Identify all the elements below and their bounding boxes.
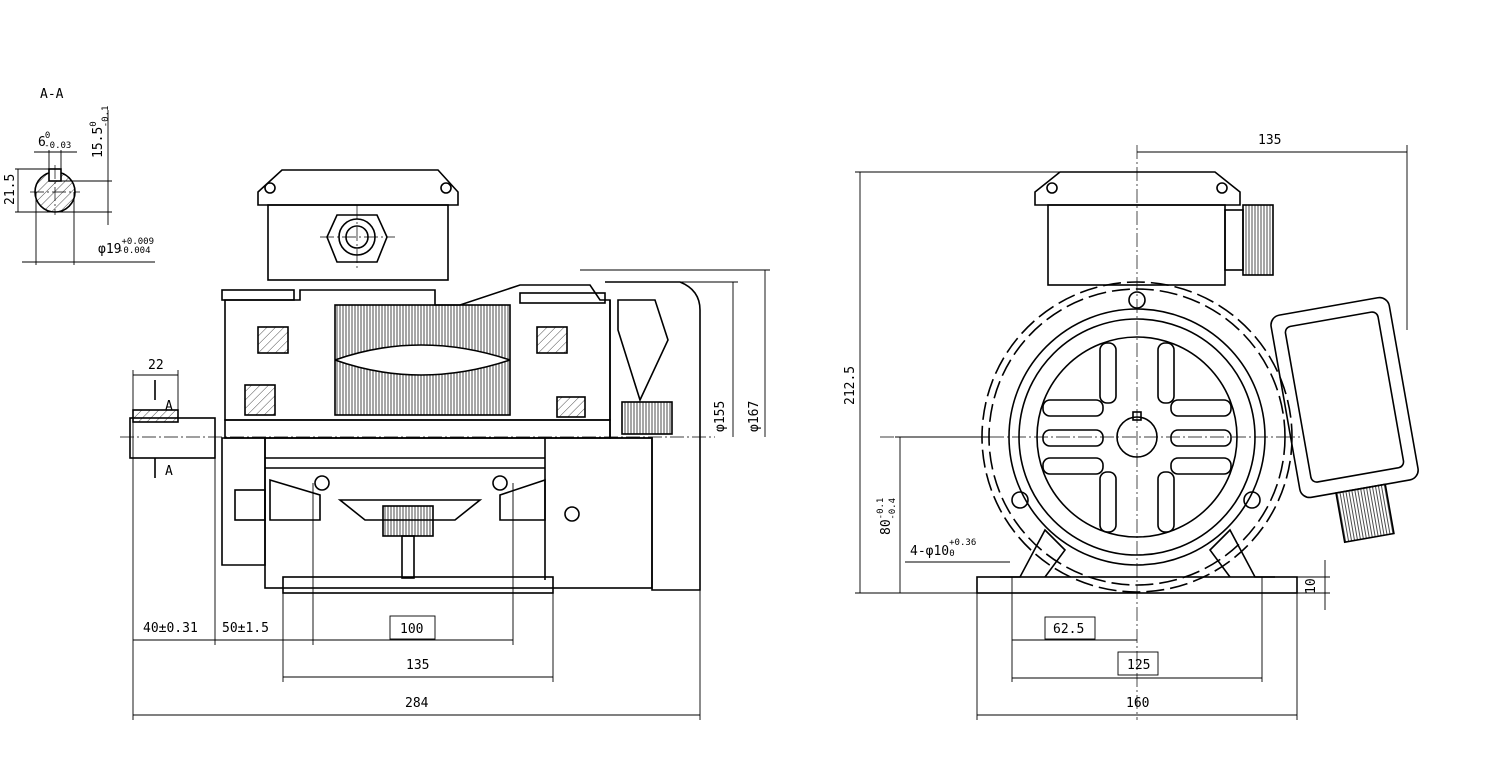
foot-thickness-dim: 10 (1304, 578, 1319, 594)
winding-right (536, 326, 568, 354)
fan-cover (605, 281, 701, 591)
bearing-rear (556, 396, 586, 418)
section-title: A-A (40, 87, 64, 102)
section-marker-a-bottom: A (165, 464, 173, 479)
foot-offset-dim: 50±1.5 (222, 621, 269, 636)
key-length-dim: 22 (148, 358, 164, 373)
fan-grille (1042, 342, 1232, 533)
side-view: A A 22 40±0.31 50±1.5 100 135 284 φ155 φ… (120, 169, 770, 720)
rotor-shaft (224, 419, 611, 439)
key-width-dim: 60-0.03 (38, 131, 71, 151)
hole-spacing-dim: 125 (1127, 658, 1150, 673)
shaft-height-dim: 21.5 (3, 174, 18, 205)
outer-diameter-dim: φ167 (747, 401, 762, 432)
overall-length-dim: 284 (405, 696, 429, 711)
side-terminal-box (1270, 296, 1419, 544)
mounting-foot (282, 576, 554, 594)
cable-gland (1242, 204, 1274, 276)
bearing-front (244, 384, 276, 416)
half-hole-spacing-dim: 62.5 (1053, 622, 1084, 637)
terminal-box (257, 169, 459, 281)
shaft-extension (129, 417, 216, 459)
section-marker-a-top: A (165, 399, 173, 414)
center-height-dim: 80-0.1-0.4 (876, 498, 898, 535)
inner-diameter-dim: φ155 (713, 401, 728, 432)
overall-width-dim: 160 (1126, 696, 1149, 711)
terminal-box-end (1034, 171, 1274, 286)
shaft-extension-dim: 40±0.31 (143, 621, 198, 636)
overall-height-dim: 212.5 (843, 366, 858, 405)
terminal-block (382, 505, 434, 537)
key-depth-dim: 15.50-0.1 (89, 106, 111, 158)
foot-length-dim: 135 (406, 658, 429, 673)
foot-hole-spacing-dim: 100 (400, 622, 423, 637)
motor-frame (264, 437, 653, 589)
top-width-dim: 135 (1258, 133, 1281, 148)
section-a-a: A-A 60-0.03 15.50-0.1 21.5 φ19+0.009-0.0… (3, 87, 155, 265)
shaft-diameter-dim: φ19+0.009-0.004 (98, 237, 154, 257)
winding-left (257, 326, 289, 354)
